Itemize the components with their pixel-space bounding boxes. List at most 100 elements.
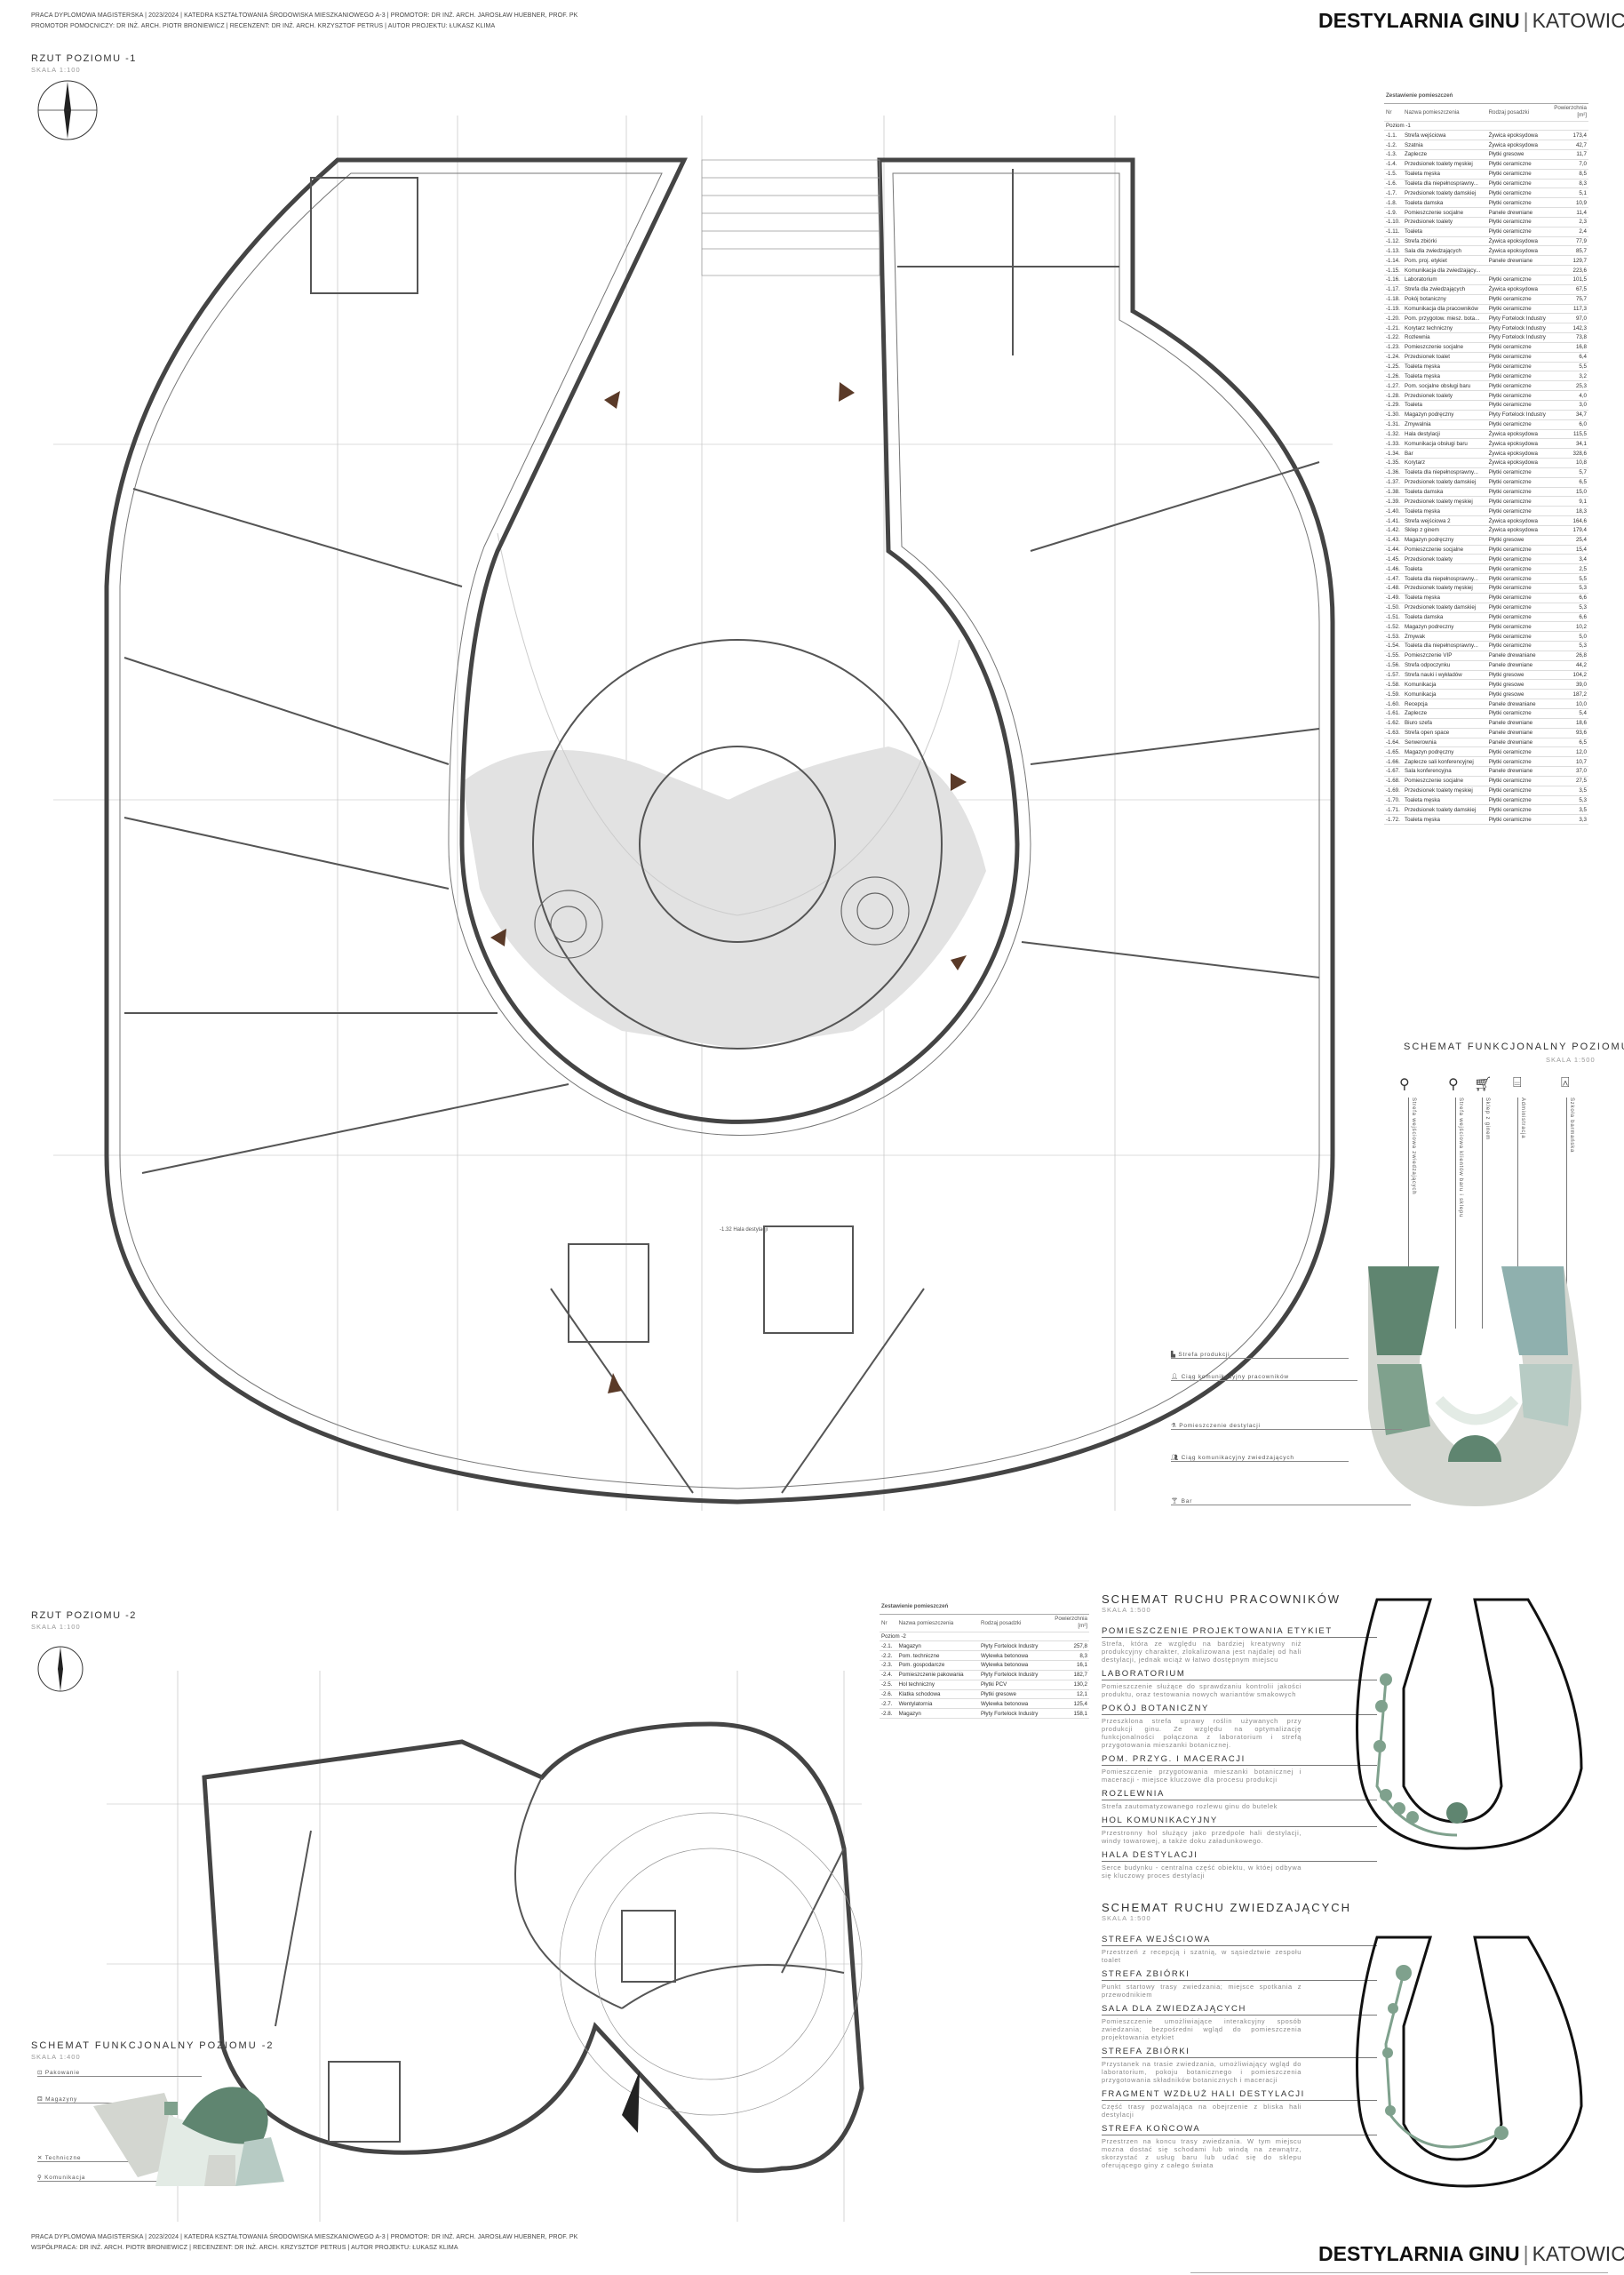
title-separator: | xyxy=(1523,9,1529,32)
cell-area: 6,5 xyxy=(1551,477,1588,488)
bottle-icon: ⍓ xyxy=(1561,1075,1570,1090)
cell-nr: -1.37. xyxy=(1384,477,1404,488)
cell-area: 5,4 xyxy=(1551,708,1588,719)
cell-nr: -1.8. xyxy=(1384,197,1404,209)
cell-floor: Panele drewniane xyxy=(1486,255,1551,267)
col-header-nr: Nr xyxy=(1384,103,1404,122)
cell-name: Przedsionek toalety xyxy=(1403,390,1487,401)
cell-nr: -1.60. xyxy=(1384,698,1404,709)
cell-nr: -1.56. xyxy=(1384,660,1404,671)
cell-floor: Płyty Fortelock Industry xyxy=(1486,323,1551,334)
cell-floor: Płytki PCV xyxy=(979,1680,1052,1690)
cell-area: 129,7 xyxy=(1551,255,1588,267)
cell-nr: -1.63. xyxy=(1384,728,1404,738)
cell-floor xyxy=(1486,265,1551,275)
cell-name: Przedsionek toalety męskiej xyxy=(1403,159,1487,170)
schema1-top-label: Strefa wejściowa zwiedzających xyxy=(1408,1098,1416,1284)
flow-item-heading: POKÓJ BOTANICZNY xyxy=(1102,1704,1377,1715)
cell-nr: -1.22. xyxy=(1384,332,1404,343)
cell-area: 6,5 xyxy=(1551,738,1588,748)
courtyard xyxy=(462,746,986,1049)
cell-floor: Wylewka betonowa xyxy=(979,1660,1052,1671)
cell-nr: -1.15. xyxy=(1384,265,1404,275)
cell-nr: -1.30. xyxy=(1384,410,1404,420)
schema1-top-label: Strefa wejściowa klientów baru i sklepu xyxy=(1455,1098,1463,1329)
cell-name: Strefa open space xyxy=(1403,728,1487,738)
flow-item-description: Część trasy pozwalająca na obejrzenie z … xyxy=(1102,2103,1302,2119)
cell-area: 18,3 xyxy=(1551,506,1588,517)
cell-area: 10,7 xyxy=(1551,756,1588,768)
flow-item-heading: LABORATORIUM xyxy=(1102,1669,1377,1680)
cell-floor: Płytki ceramiczne xyxy=(1486,563,1551,575)
cell-floor: Płytki ceramiczne xyxy=(1486,593,1551,603)
cell-floor: Płyty Fortelock Industry xyxy=(1486,332,1551,343)
cell-name: Pomieszczenie pakowania xyxy=(896,1670,979,1680)
cell-area: 12,1 xyxy=(1052,1689,1089,1700)
cell-nr: -1.59. xyxy=(1384,689,1404,700)
cell-name: Toaleta xyxy=(1403,563,1487,575)
legend-item: ⚲ Komunikacja xyxy=(37,2174,188,2182)
legend-label: Pomieszczenie destylacji xyxy=(1179,1423,1261,1429)
cell-floor: Płytki gresowe xyxy=(1486,689,1551,700)
cell-floor: Płytki ceramiczne xyxy=(1486,621,1551,633)
cell-area: 5,3 xyxy=(1551,641,1588,651)
workers-flow-diagram xyxy=(1356,1598,1583,1850)
schema1-scale: SKALA 1:500 xyxy=(1546,1056,1596,1064)
cell-nr: -1.36. xyxy=(1384,467,1404,478)
cell-area: 44,2 xyxy=(1551,660,1588,671)
legend-label: Pakowanie xyxy=(44,2070,80,2076)
cell-nr: -2.5. xyxy=(880,1680,897,1690)
cell-area: 34,7 xyxy=(1551,410,1588,420)
cell-name: Magazyn podręczny xyxy=(1403,535,1487,546)
flow-item-heading: ROZLEWNIA xyxy=(1102,1789,1377,1800)
floor-plan-level-1: -1.32 Hala destylacji xyxy=(53,116,1335,1511)
cell-nr: -2.3. xyxy=(880,1660,897,1671)
header-credits: PRACA DYPLOMOWA MAGISTERSKA | 2023/2024 … xyxy=(31,11,577,32)
cell-nr: -1.41. xyxy=(1384,515,1404,526)
cell-area: 164,6 xyxy=(1551,515,1588,526)
cell-nr: -1.7. xyxy=(1384,188,1404,199)
cell-nr: -1.29. xyxy=(1384,400,1404,411)
cell-name: Toaleta xyxy=(1403,400,1487,411)
credits-line-2: WSPÓŁPRACA: DR INŻ. ARCH. PIOTR BRONIEWI… xyxy=(31,2245,458,2251)
cell-nr: -1.51. xyxy=(1384,612,1404,623)
cell-area: 2,3 xyxy=(1551,217,1588,228)
schema1-top-label: Administracja xyxy=(1517,1098,1525,1302)
cell-name: Szatnia xyxy=(1403,140,1487,151)
cell-area: 142,3 xyxy=(1551,323,1588,334)
cell-nr: -1.9. xyxy=(1384,207,1404,218)
room-schedule-level-2: Zestawienie pomieszczeń Nr Nazwa pomiesz… xyxy=(880,1600,1089,1720)
cell-name: Zmywalnia xyxy=(1403,419,1487,430)
cell-area: 2,4 xyxy=(1551,227,1588,237)
cell-area: 130,2 xyxy=(1052,1680,1089,1690)
flow-panels: SCHEMAT RUCHU PRACOWNIKÓW SKALA 1:500 PO… xyxy=(1102,1592,1386,2175)
legend-item: ⚃ Magazyny xyxy=(37,2095,117,2103)
cell-nr: -1.69. xyxy=(1384,786,1404,796)
flow-item-heading: SALA DLA ZWIEDZAJĄCYCH xyxy=(1102,2004,1377,2016)
legend-label: Techniczne xyxy=(44,2155,82,2161)
cell-name: Pom. socjalne obsługi baru xyxy=(1403,380,1487,392)
factory-icon: ▙ xyxy=(1171,1352,1179,1358)
cell-floor: Płytki ceramiczne xyxy=(1486,795,1551,806)
cell-nr: -1.3. xyxy=(1384,149,1404,160)
legend-item: 👥︎ Ciąg komunikacyjny zwiedzających xyxy=(1171,1454,1349,1462)
worker-icon: 👤︎ xyxy=(1171,1374,1182,1380)
